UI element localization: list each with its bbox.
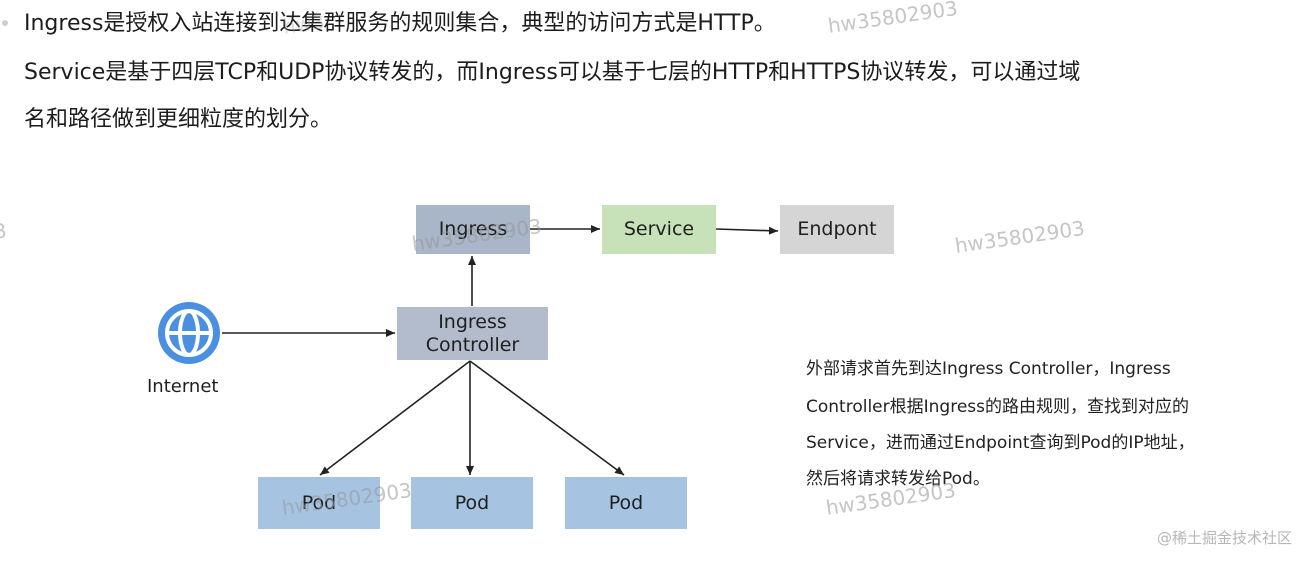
text-line-3: 名和路径做到更细粒度的划分。 <box>24 107 333 132</box>
internet-label: Internet <box>147 376 219 397</box>
globe-icon <box>158 302 220 364</box>
service-label: Service <box>623 218 695 240</box>
note-line: 然后将请求转发给Pod。 <box>806 469 990 489</box>
controller-label-line1: Ingress <box>438 310 507 333</box>
service-node: Service <box>602 205 716 254</box>
footer-watermark: @稀土掘金技术社区 <box>1156 529 1292 547</box>
ingress-node: Ingress <box>416 205 530 254</box>
note-line: Controller根据Ingress的路由规则，查找到对应的 <box>806 397 1189 417</box>
ingress-label: Ingress <box>438 218 508 240</box>
endpoint-node: Endpont <box>780 205 894 254</box>
note-line: 外部请求首先到达Ingress Controller，Ingress <box>806 359 1171 379</box>
pod-label: Pod <box>301 491 337 514</box>
pod-label: Pod <box>608 491 644 514</box>
text-line-1: Ingress是授权入站连接到达集群服务的规则集合，典型的访问方式是HTTP。 <box>24 11 776 36</box>
arrow-service-to-endpoint <box>715 226 779 235</box>
text-line-2: Service是基于四层TCP和UDP协议转发的，而Ingress可以基于七层的… <box>24 60 1081 85</box>
pod-node: Pod <box>258 477 380 529</box>
ingress-controller-node: Ingress Controller <box>397 307 548 360</box>
arrow-controller-to-pod-1 <box>319 360 471 476</box>
pod-label: Pod <box>454 491 490 514</box>
pod-node: Pod <box>411 477 533 529</box>
pod-node: Pod <box>565 477 687 529</box>
controller-label-line2: Controller <box>425 333 520 356</box>
bullet-dot <box>2 20 8 26</box>
endpoint-label: Endpont <box>797 218 877 240</box>
arrow-controller-to-pod-3 <box>469 360 625 476</box>
note-line: Service，进而通过Endpoint查询到Pod的IP地址， <box>806 433 1195 453</box>
